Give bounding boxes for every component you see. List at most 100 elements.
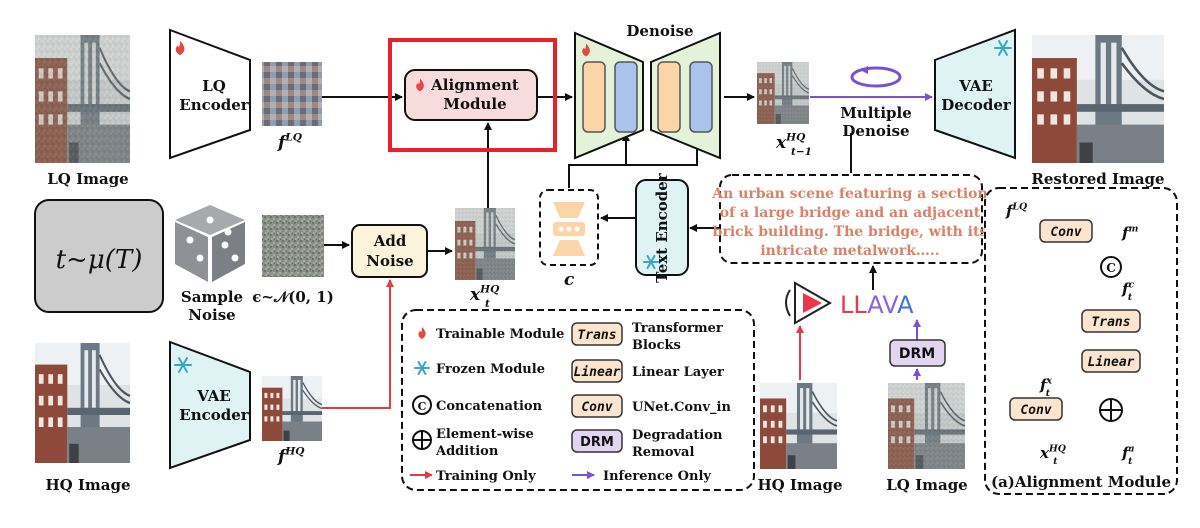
t-sample-box [34,199,164,313]
caption-line: intricate metalwork….. [760,243,939,259]
cycle-arrow-icon [850,66,902,88]
transformer-block [582,61,606,133]
vae-encoder-label: VAE [196,387,231,405]
play-fill [803,293,822,313]
hq-image [33,341,132,465]
t-formula: t~μ(T) [56,245,143,275]
panel-trans-label: Trans [1091,315,1130,330]
multiple-denoise-label: Multiple [840,104,912,122]
condition-token [553,240,585,256]
drm-label: DRM [899,346,935,362]
dice-pip [224,228,232,236]
hq-image-bottom-label: HQ Image [757,476,842,494]
play-icon [785,281,833,325]
legend-trans-tag [571,322,623,346]
connector-line [322,279,394,409]
text-encoder-label: Text Encoder [653,172,671,283]
legend-frozen: Frozen Module [436,362,545,377]
snowflake-icon [994,40,1012,56]
hq-image-bottom [759,382,838,470]
snowflake-stroke [998,40,1008,56]
vae-decoder-label: Decoder [941,96,1012,114]
condition-dot [566,226,572,232]
legend-trans-tag-label: Trans [577,328,616,343]
restored-image-label: Restored Image [1031,170,1164,188]
snowflake-icon [174,357,192,373]
lq-encoder [169,28,251,160]
panel-f-m: fm [1121,223,1138,242]
legend-conv-tag-label: Conv [581,400,612,415]
flame-icon [418,327,426,339]
f-hq-feature-map [261,375,323,442]
caption-line: brick building. The bridge, with its [713,224,988,240]
x-t-image [454,207,516,281]
legend-concat: Concatenation [436,399,543,414]
snowflake-stroke [417,360,427,376]
llava-label: LLAVA [840,291,914,319]
caption-line: An urban scene featuring a section [711,186,987,202]
legend-trans-desc: Transformer [632,321,723,336]
condition-dot [574,226,580,232]
alignment-module-label: Alignment [430,76,519,94]
lq-image-bottom-label: LQ Image [886,476,967,494]
legend-drm-tag-label: DRM [580,435,614,450]
circled-c-letter: C [418,400,427,413]
condition-token [553,202,585,218]
f-lq-feature-map [262,62,322,126]
gaussian-noise-image [262,215,324,277]
hq-image-label: HQ Image [45,476,130,494]
noise-overlay [757,62,809,124]
vae-decoder [934,28,1016,160]
snowflake-stroke [646,254,656,270]
flame-icon [175,40,185,56]
legend-conv-desc: UNet.Conv_in [632,400,731,415]
photo-content [759,382,838,470]
panel-conv-top [1039,219,1093,243]
noise-formula: ϵ~𝒩(𝟎, 𝟏) [252,288,334,306]
text-encoder [635,179,689,276]
caption-box [719,174,983,264]
cycle-arrow-head [860,66,868,74]
f-lq-label: fLQ [277,131,303,153]
panel-linear-label: Linear [1088,355,1135,370]
condition-dot [558,226,564,232]
alignment-highlight-box [388,38,557,152]
circled-plus-cross [413,431,431,449]
dice-pip [196,254,204,262]
sample-noise-label: Sample [181,288,243,306]
caption-line: of a large bridge and an adjacent [720,205,981,221]
dice-face [175,222,208,282]
snowflake-stroke [178,357,188,373]
panel-title: (a)Alignment Module [991,473,1171,491]
panel-conv-bottom [1009,397,1063,421]
dice-pip [221,241,229,249]
condition-label: c [564,270,575,290]
dice-icon [175,205,245,282]
panel-add-cross [1100,399,1122,421]
legend-drm-tag [571,429,623,453]
dice-face [212,222,245,282]
lq-image-label: LQ Image [47,170,128,188]
circled-c-icon [412,395,432,415]
lq-image-bottom [887,382,966,470]
play-arc [785,289,791,317]
lq-image [33,33,132,165]
legend-elementwise: Element-wise [436,427,534,442]
panel-concat-letter: C [1106,261,1116,275]
flame-icon [582,43,590,57]
snowflake-icon [414,360,430,376]
alignment-module-label: Module [443,95,506,113]
vae-encoder [169,340,251,470]
f-hq-label: fHQ [277,445,305,467]
photo-content [261,375,323,442]
legend-inference-only: Inference Only [603,469,711,484]
panel-trans [1081,309,1141,333]
legend-trans-desc: Blocks [632,338,681,353]
legend-linear-tag [571,359,623,383]
legend-linear-desc: Linear Layer [632,365,724,380]
flame-icon [416,78,424,92]
legend-drm-desc: Degradation [632,428,723,443]
sample-noise-label: Noise [188,306,235,324]
